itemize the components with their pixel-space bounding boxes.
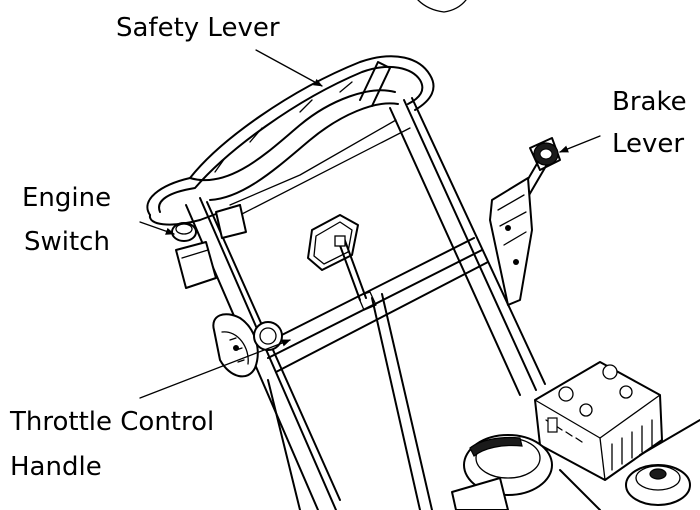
- engine-switch-part: [171, 204, 247, 289]
- throttle-label-line1: Throttle Control: [10, 407, 215, 437]
- engine-switch-label-line2: Switch: [24, 227, 110, 257]
- safety-lever-part: [146, 55, 435, 226]
- safety-lever-leader: [255, 49, 323, 87]
- leader-lines: [139, 49, 601, 399]
- throttle-label-line2: Handle: [10, 452, 102, 482]
- safety-lever-label: Safety Lever: [116, 13, 280, 43]
- engine-switch-leader: [139, 221, 175, 235]
- engine-box-part: [534, 361, 663, 481]
- brake-lever-leader: [559, 135, 601, 153]
- throttle-leader: [139, 339, 291, 399]
- top-partial-loop: [417, 0, 467, 13]
- brake-lever-part: [489, 137, 561, 306]
- engine-switch-label-line1: Engine: [22, 183, 112, 213]
- sign-plate: [307, 214, 367, 301]
- throttle-knob-part: [212, 313, 283, 378]
- brake-lever-label-line2: Lever: [612, 129, 685, 159]
- fuel-cap-part: [451, 419, 700, 510]
- brake-lever-label-line1: Brake: [612, 87, 687, 117]
- handle-frame: [185, 97, 546, 510]
